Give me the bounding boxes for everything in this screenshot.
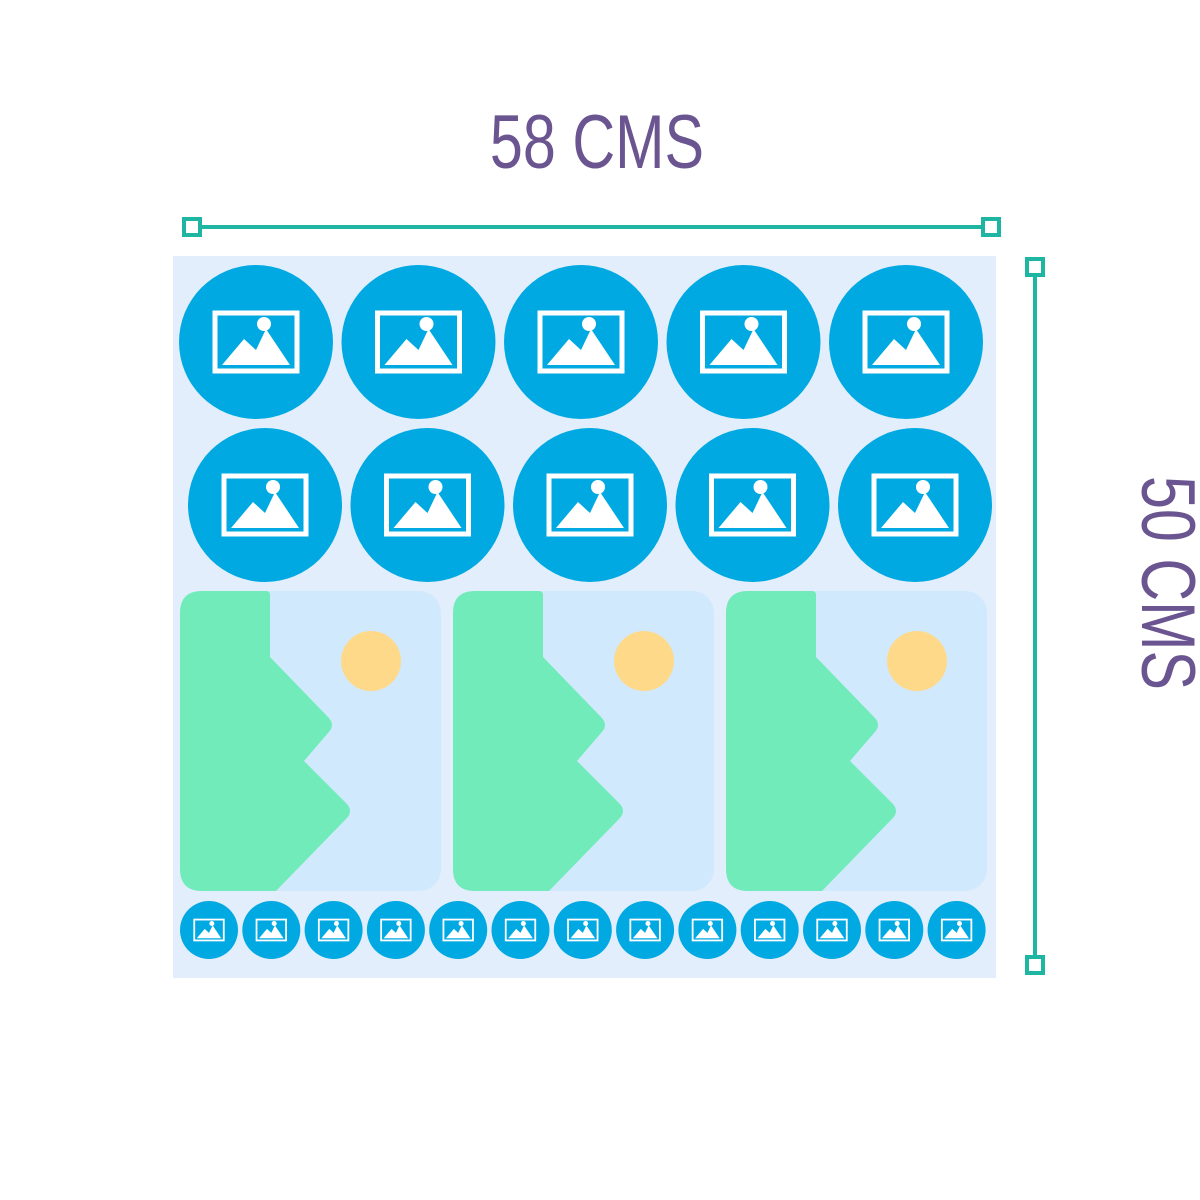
- large-sticker: [179, 265, 333, 419]
- image-placeholder-icon: [871, 473, 959, 537]
- large-sticker: [350, 428, 505, 582]
- image-placeholder-icon: [317, 918, 350, 942]
- card-sticker-group: [180, 591, 987, 891]
- image-placeholder-icon: [862, 310, 950, 374]
- image-placeholder-icon: [442, 918, 474, 942]
- image-placeholder-icon: [221, 473, 309, 537]
- large-sticker: [188, 428, 342, 582]
- small-sticker: [803, 901, 861, 959]
- sun-shape: [887, 631, 947, 691]
- landscape-picture-icon: [180, 591, 401, 891]
- image-placeholder-icon: [709, 473, 796, 537]
- small-sticker: [491, 901, 550, 959]
- card-sticker: [453, 591, 714, 891]
- large-sticker: [838, 428, 992, 582]
- small-sticker: [865, 901, 924, 959]
- width-dimension-label: 58 CMS: [490, 100, 704, 185]
- large-sticker: [829, 265, 983, 419]
- mountain-shape: [726, 591, 896, 891]
- large-sticker: [504, 265, 658, 419]
- card-sticker: [180, 591, 441, 891]
- small-sticker-group: [180, 901, 986, 959]
- small-sticker: [242, 901, 301, 959]
- large-sticker: [513, 428, 667, 582]
- image-placeholder-icon: [255, 918, 287, 942]
- image-placeholder-icon: [816, 918, 848, 942]
- small-sticker: [927, 901, 986, 959]
- small-sticker: [366, 901, 425, 959]
- image-placeholder-icon: [537, 310, 625, 374]
- image-placeholder-icon: [380, 918, 412, 942]
- small-sticker: [553, 901, 612, 959]
- image-placeholder-icon: [878, 918, 910, 942]
- image-placeholder-icon: [691, 918, 724, 942]
- image-placeholder-icon: [193, 918, 225, 942]
- mountain-shape: [180, 591, 350, 891]
- width-ruler: [182, 217, 1001, 237]
- large-sticker: [666, 265, 821, 419]
- image-placeholder-icon: [546, 473, 634, 537]
- small-sticker: [740, 901, 799, 959]
- image-placeholder-icon: [384, 473, 471, 537]
- landscape-picture-icon: [453, 591, 674, 891]
- image-placeholder-icon: [754, 918, 786, 942]
- image-placeholder-icon: [504, 918, 537, 942]
- small-sticker: [678, 901, 737, 959]
- image-placeholder-icon: [212, 310, 300, 374]
- sun-shape: [341, 631, 401, 691]
- large-sticker-group: [179, 265, 992, 582]
- height-ruler: [1025, 257, 1045, 975]
- image-placeholder-icon: [940, 918, 973, 942]
- small-sticker: [616, 901, 675, 959]
- image-placeholder-icon: [567, 918, 599, 942]
- height-dimension-label: 50 CMS: [1125, 476, 1200, 690]
- image-placeholder-icon: [700, 310, 787, 374]
- small-sticker: [180, 901, 238, 959]
- landscape-picture-icon: [726, 591, 947, 891]
- large-sticker: [675, 428, 830, 582]
- image-placeholder-icon: [629, 918, 661, 942]
- small-sticker: [304, 901, 363, 959]
- card-sticker: [726, 591, 987, 891]
- small-sticker: [429, 901, 488, 959]
- large-sticker: [341, 265, 496, 419]
- mountain-shape: [453, 591, 623, 891]
- image-placeholder-icon: [375, 310, 462, 374]
- sun-shape: [614, 631, 674, 691]
